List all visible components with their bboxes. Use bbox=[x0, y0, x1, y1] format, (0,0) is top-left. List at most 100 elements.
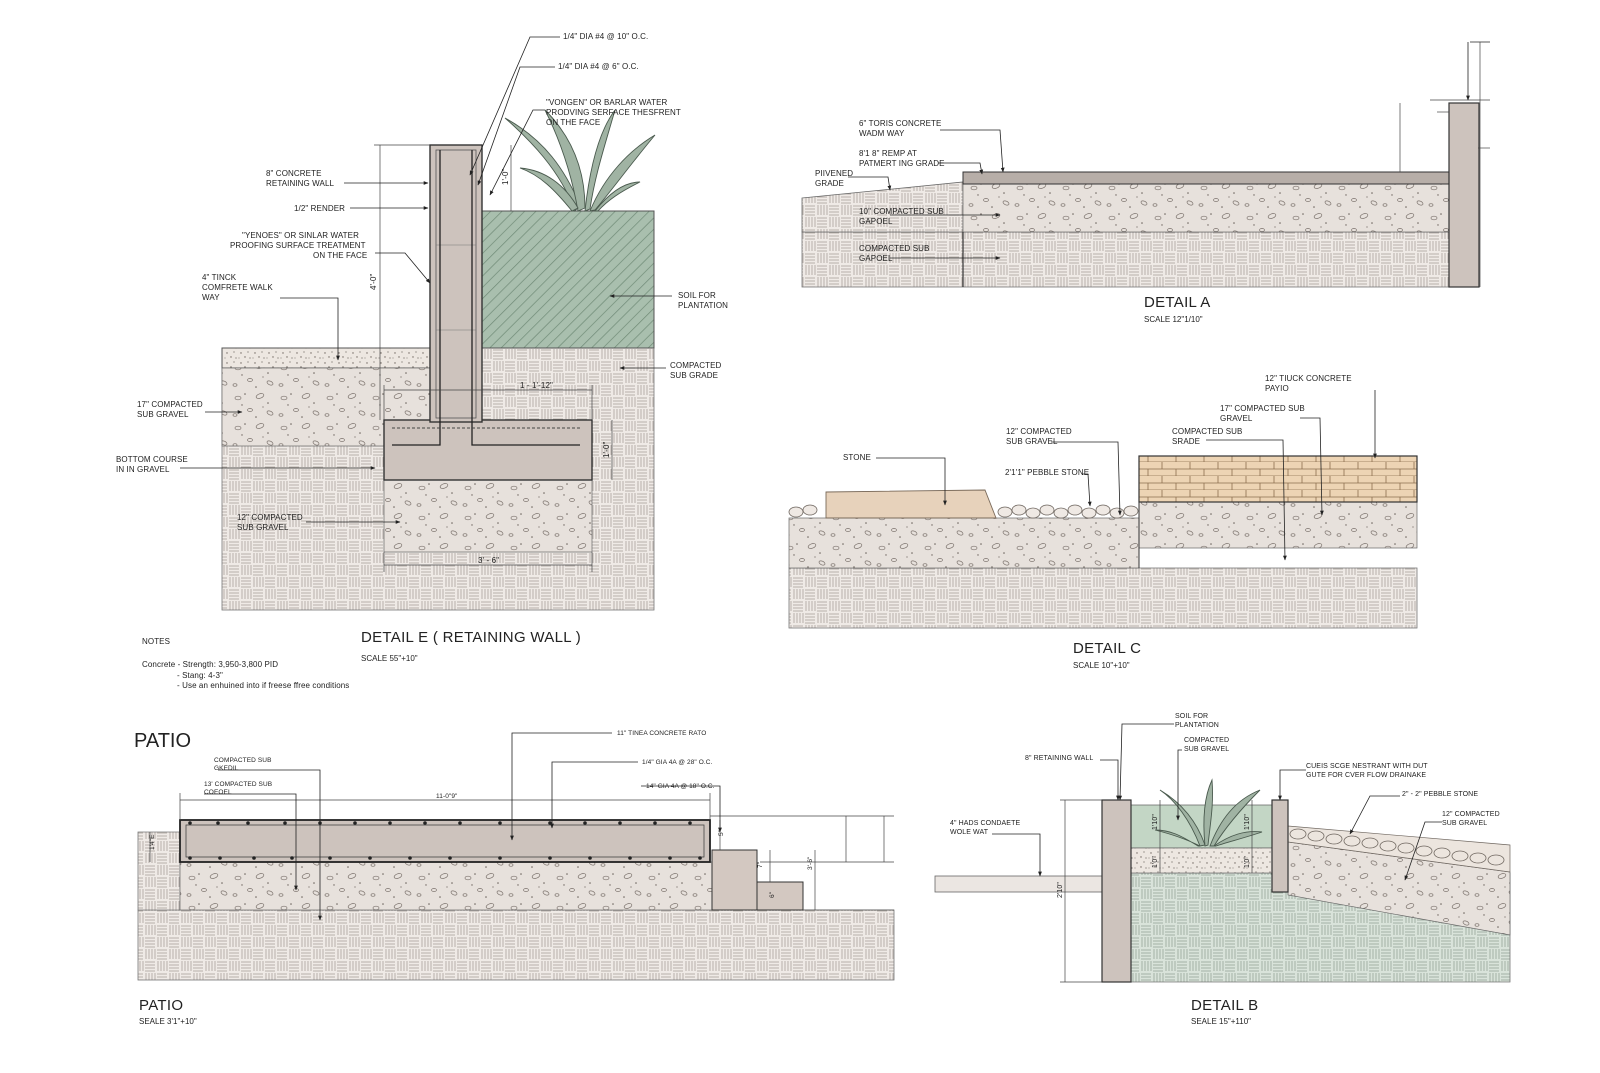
detail-c-patio-slab bbox=[1138, 455, 1418, 503]
notes-block: NOTES Concrete - Strength: 3,950-3,800 P… bbox=[142, 637, 349, 690]
notes-heading: NOTES bbox=[142, 637, 170, 646]
detail-c-label-pebble: 2'1'1" PEBBLE STONE bbox=[1005, 468, 1089, 477]
detail-b-dim-a: 2'10" bbox=[1057, 882, 1064, 898]
detail-e-soil-plantation bbox=[481, 210, 655, 349]
detail-c-label-gravel17-a: 17" COMPACTED SUB bbox=[1220, 404, 1305, 413]
detail-b-label-gravel-b: SUB GRAVEL bbox=[1184, 746, 1229, 753]
patio-dim-left: 1'4"E bbox=[149, 834, 156, 850]
detail-c-label-gravel12-b: SUB GRAVEL bbox=[1006, 437, 1058, 446]
notes-line-2: - Stang: 4-3" bbox=[177, 671, 223, 680]
detail-a-label-concrete-b: WADM WAY bbox=[859, 129, 905, 138]
detail-a-subgrade bbox=[801, 231, 1453, 288]
notes-line-1: Concrete - Strength: 3,950-3,800 PID bbox=[142, 660, 278, 669]
detail-c-label-gravel12-a: 12" COMPACTED bbox=[1006, 427, 1072, 436]
detail-a-scale: SCALE 12"1/10" bbox=[1144, 315, 1203, 324]
detail-b-dim-d: 1'0" bbox=[1152, 856, 1159, 868]
detail-b-label-gravel12-b: SUB GRAVEL bbox=[1442, 820, 1487, 827]
detail-e-wall bbox=[429, 144, 483, 423]
patio-slab bbox=[179, 819, 711, 863]
detail-c-gravel-right bbox=[1138, 501, 1418, 549]
detail-b-title: DETAIL B bbox=[1191, 997, 1258, 1014]
detail-c-label-gravel17-b: GRAVEL bbox=[1220, 414, 1253, 423]
patio-dim-5: 5" bbox=[718, 829, 725, 836]
label-gravel17-b: SUB GRAVEL bbox=[137, 410, 189, 419]
patio-label-subgrade-a: COMPACTED SUB bbox=[214, 757, 272, 764]
patio-title: PATIO bbox=[139, 997, 183, 1014]
detail-b-label-edge-b: GUTE FOR CVER FLOW DRAINAKE bbox=[1306, 772, 1426, 779]
detail-b-label-soil-b: PLANTATION bbox=[1175, 722, 1219, 729]
patio-step-upper bbox=[711, 849, 758, 911]
label-gravel17-a: 17" COMPACTED bbox=[137, 400, 203, 409]
detail-a-label-paved-a: PIIVENED bbox=[815, 169, 853, 178]
detail-a-label-subgrade-b: GAPOEL bbox=[859, 254, 893, 263]
dim-wall-height: 4'-0" bbox=[369, 274, 378, 290]
detail-a-label-ramp-b: PATMERT ING GRADE bbox=[859, 159, 945, 168]
detail-a-title: DETAIL A bbox=[1144, 294, 1211, 311]
patio-label-concrete: 11" TINEA CONCRETE RATO bbox=[617, 730, 706, 737]
detail-c-label-patio-b: PAYIO bbox=[1265, 384, 1289, 393]
detail-b-retaining-wall bbox=[1101, 799, 1132, 983]
label-waterproof-2a: "YENOES" OR SINLAR WATER bbox=[242, 231, 359, 240]
patio-dim-width: 11-0"9" bbox=[436, 793, 458, 800]
patio-rebar bbox=[188, 821, 702, 860]
detail-b-edge-restraint bbox=[1271, 799, 1289, 893]
label-wall-b: RETAINING WALL bbox=[266, 179, 335, 188]
detail-c-label-stone: STONE bbox=[843, 453, 871, 462]
detail-a-label-gravel-a: 10" COMPACTED SUB bbox=[859, 207, 944, 216]
patio-label-gravel-a: 13' COMPACTED SUB bbox=[204, 781, 272, 788]
detail-a-wall bbox=[1448, 102, 1480, 288]
detail-a-gravel bbox=[962, 183, 1450, 233]
detail-a-section: 6" TORIS CONCRETE WADM WAY 8'1 8" REMP A… bbox=[801, 41, 1490, 324]
patio-label-subgrade-b: GKEDIL bbox=[214, 765, 239, 772]
patio-dim-7: 7" bbox=[757, 861, 764, 868]
patio-label-rebar-18: 14" GIA 4A @ 18" O.C. bbox=[646, 783, 715, 790]
detail-b-label-gravel-a: COMPACTED bbox=[1184, 737, 1229, 744]
detail-b-dim-b: 1'10" bbox=[1152, 814, 1159, 830]
detail-c-subgrade bbox=[788, 567, 1418, 629]
label-waterproof-1a: "VONGEN" OR BARLAR WATER bbox=[546, 98, 668, 107]
label-subgrade-a: COMPACTED bbox=[670, 361, 722, 370]
label-waterproof-2b: PROOFING SURFACE TREATMENT bbox=[230, 241, 366, 250]
detail-b-dim-e: 1'0" bbox=[1244, 856, 1251, 868]
patio-dim-6: 6" bbox=[769, 891, 776, 898]
detail-b-label-walk-a: 4" HADS CONDAETE bbox=[950, 820, 1020, 827]
label-rebar-6: 1/4" DIA #4 @ 6" O.C. bbox=[558, 62, 639, 71]
detail-b-label-edge-a: CUEIS SCGE NESTRANT WITH DUT bbox=[1306, 763, 1428, 770]
detail-c-title: DETAIL C bbox=[1073, 640, 1141, 657]
detail-c-section: 12" TIUCK CONCRETE PAYIO 17" COMPACTED S… bbox=[788, 374, 1418, 670]
patio-subgrade bbox=[137, 909, 895, 981]
detail-c-pebbles bbox=[788, 504, 1139, 519]
plant-icon bbox=[1154, 778, 1263, 847]
label-wall-a: 8" CONCRETE bbox=[266, 169, 322, 178]
detail-e-title: DETAIL E ( RETAINING WALL ) bbox=[361, 629, 581, 646]
label-bottom-a: BOTTOM COURSE bbox=[116, 455, 188, 464]
detail-a-label-gravel-b: GAPOEL bbox=[859, 217, 893, 226]
patio-left-grade bbox=[137, 831, 181, 911]
detail-e-walkway-slab bbox=[221, 347, 433, 369]
label-walk-c: WAY bbox=[202, 293, 220, 302]
patio-gravel bbox=[179, 861, 713, 911]
plant-icon bbox=[504, 109, 656, 212]
patio-step-lower bbox=[756, 881, 804, 911]
patio-dim-3: 3'-6" bbox=[807, 856, 814, 870]
detail-b-dim-c: 1'10" bbox=[1244, 814, 1251, 830]
patio-label-gravel-b: COEOEL bbox=[204, 789, 232, 796]
detail-b-label-wall: 8" RETAINING WALL bbox=[1025, 755, 1093, 762]
detail-a-label-concrete-a: 6" TORIS CONCRETE bbox=[859, 119, 941, 128]
detail-a-label-ramp-a: 8'1 8" REMP AT bbox=[859, 149, 917, 158]
label-bottom-b: IN IN GRAVEL bbox=[116, 465, 170, 474]
patio-scale: SEALE 3'1"+10" bbox=[139, 1017, 197, 1026]
label-walk-a: 4" TINCK bbox=[202, 273, 237, 282]
notes-line-3: - Use an enhuined into if freese ffree c… bbox=[177, 681, 349, 690]
dim-top: 1'-0" bbox=[501, 169, 510, 185]
detail-a-label-subgrade-a: COMPACTED SUB bbox=[859, 244, 930, 253]
detail-b-label-pebble: 2" - 2" PEBBLE STONE bbox=[1402, 791, 1478, 798]
dim-footing-width: 1 - 1'-12" bbox=[520, 381, 553, 390]
label-soil-b: PLANTATION bbox=[678, 301, 728, 310]
label-gravel12-b: SUB GRAVEL bbox=[237, 523, 289, 532]
label-render: 1/2" RENDER bbox=[294, 204, 345, 213]
label-rebar-10: 1/4" DIA #4 @ 10" O.C. bbox=[563, 32, 648, 41]
detail-c-label-subgrade-b: SRADE bbox=[1172, 437, 1200, 446]
patio-heading: PATIO bbox=[134, 730, 191, 752]
